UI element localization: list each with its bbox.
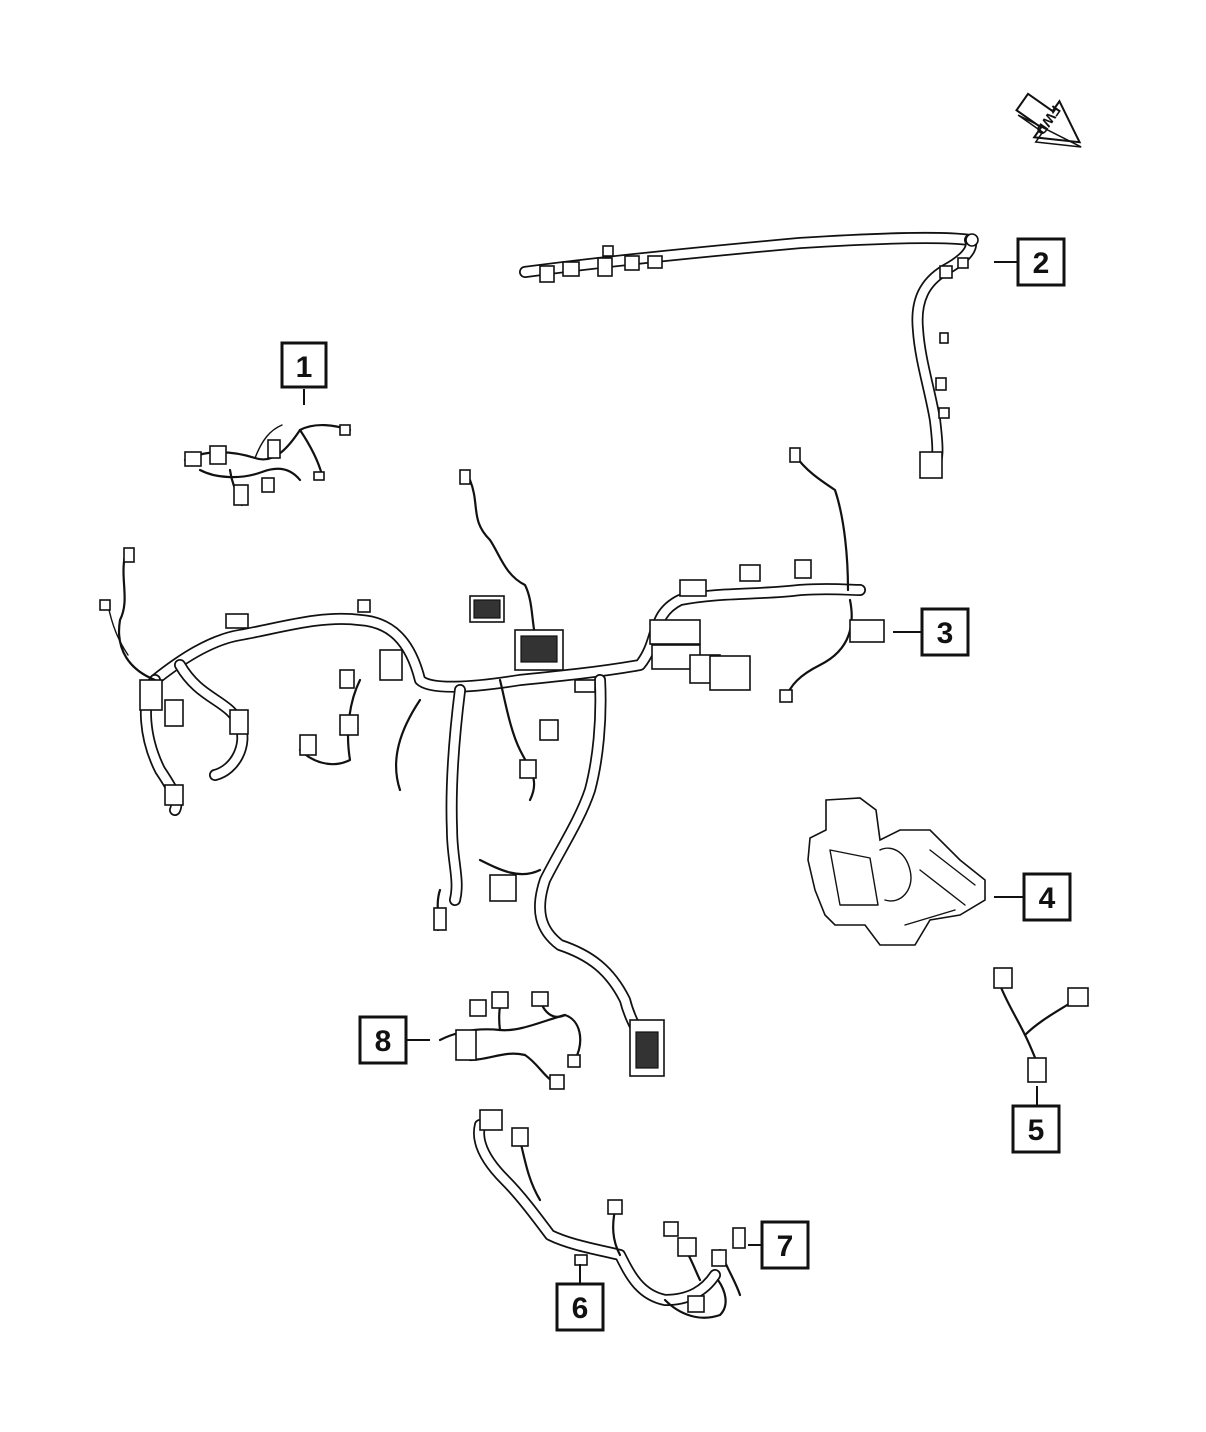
part-1-harness <box>183 424 352 507</box>
part-8-harness <box>438 991 582 1090</box>
callout-8-label: 8 <box>375 1025 392 1058</box>
callout-2: 2 <box>994 237 1066 287</box>
callout-8: 8 <box>358 1015 430 1065</box>
callout-1-label: 1 <box>296 351 313 384</box>
part-5-jumper <box>993 967 1089 1083</box>
callout-4: 4 <box>994 872 1072 922</box>
callout-5: 5 <box>1011 1086 1061 1154</box>
forward-arrow-icon: FWD <box>1015 92 1082 148</box>
callout-7-label: 7 <box>777 1230 794 1263</box>
callout-3: 3 <box>893 607 970 657</box>
callout-6: 6 <box>555 1264 605 1332</box>
callout-6-label: 6 <box>572 1292 589 1325</box>
part-6-7-harness <box>473 1109 746 1319</box>
callout-1: 1 <box>280 341 328 405</box>
callout-4-label: 4 <box>1039 882 1056 915</box>
callout-2-label: 2 <box>1033 247 1050 280</box>
callout-3-label: 3 <box>937 617 954 650</box>
main-harness <box>99 447 885 1077</box>
callout-5-label: 5 <box>1028 1114 1045 1147</box>
part-2-harness <box>519 231 979 479</box>
callout-7: 7 <box>748 1220 810 1270</box>
part-4-bracket <box>807 797 986 946</box>
